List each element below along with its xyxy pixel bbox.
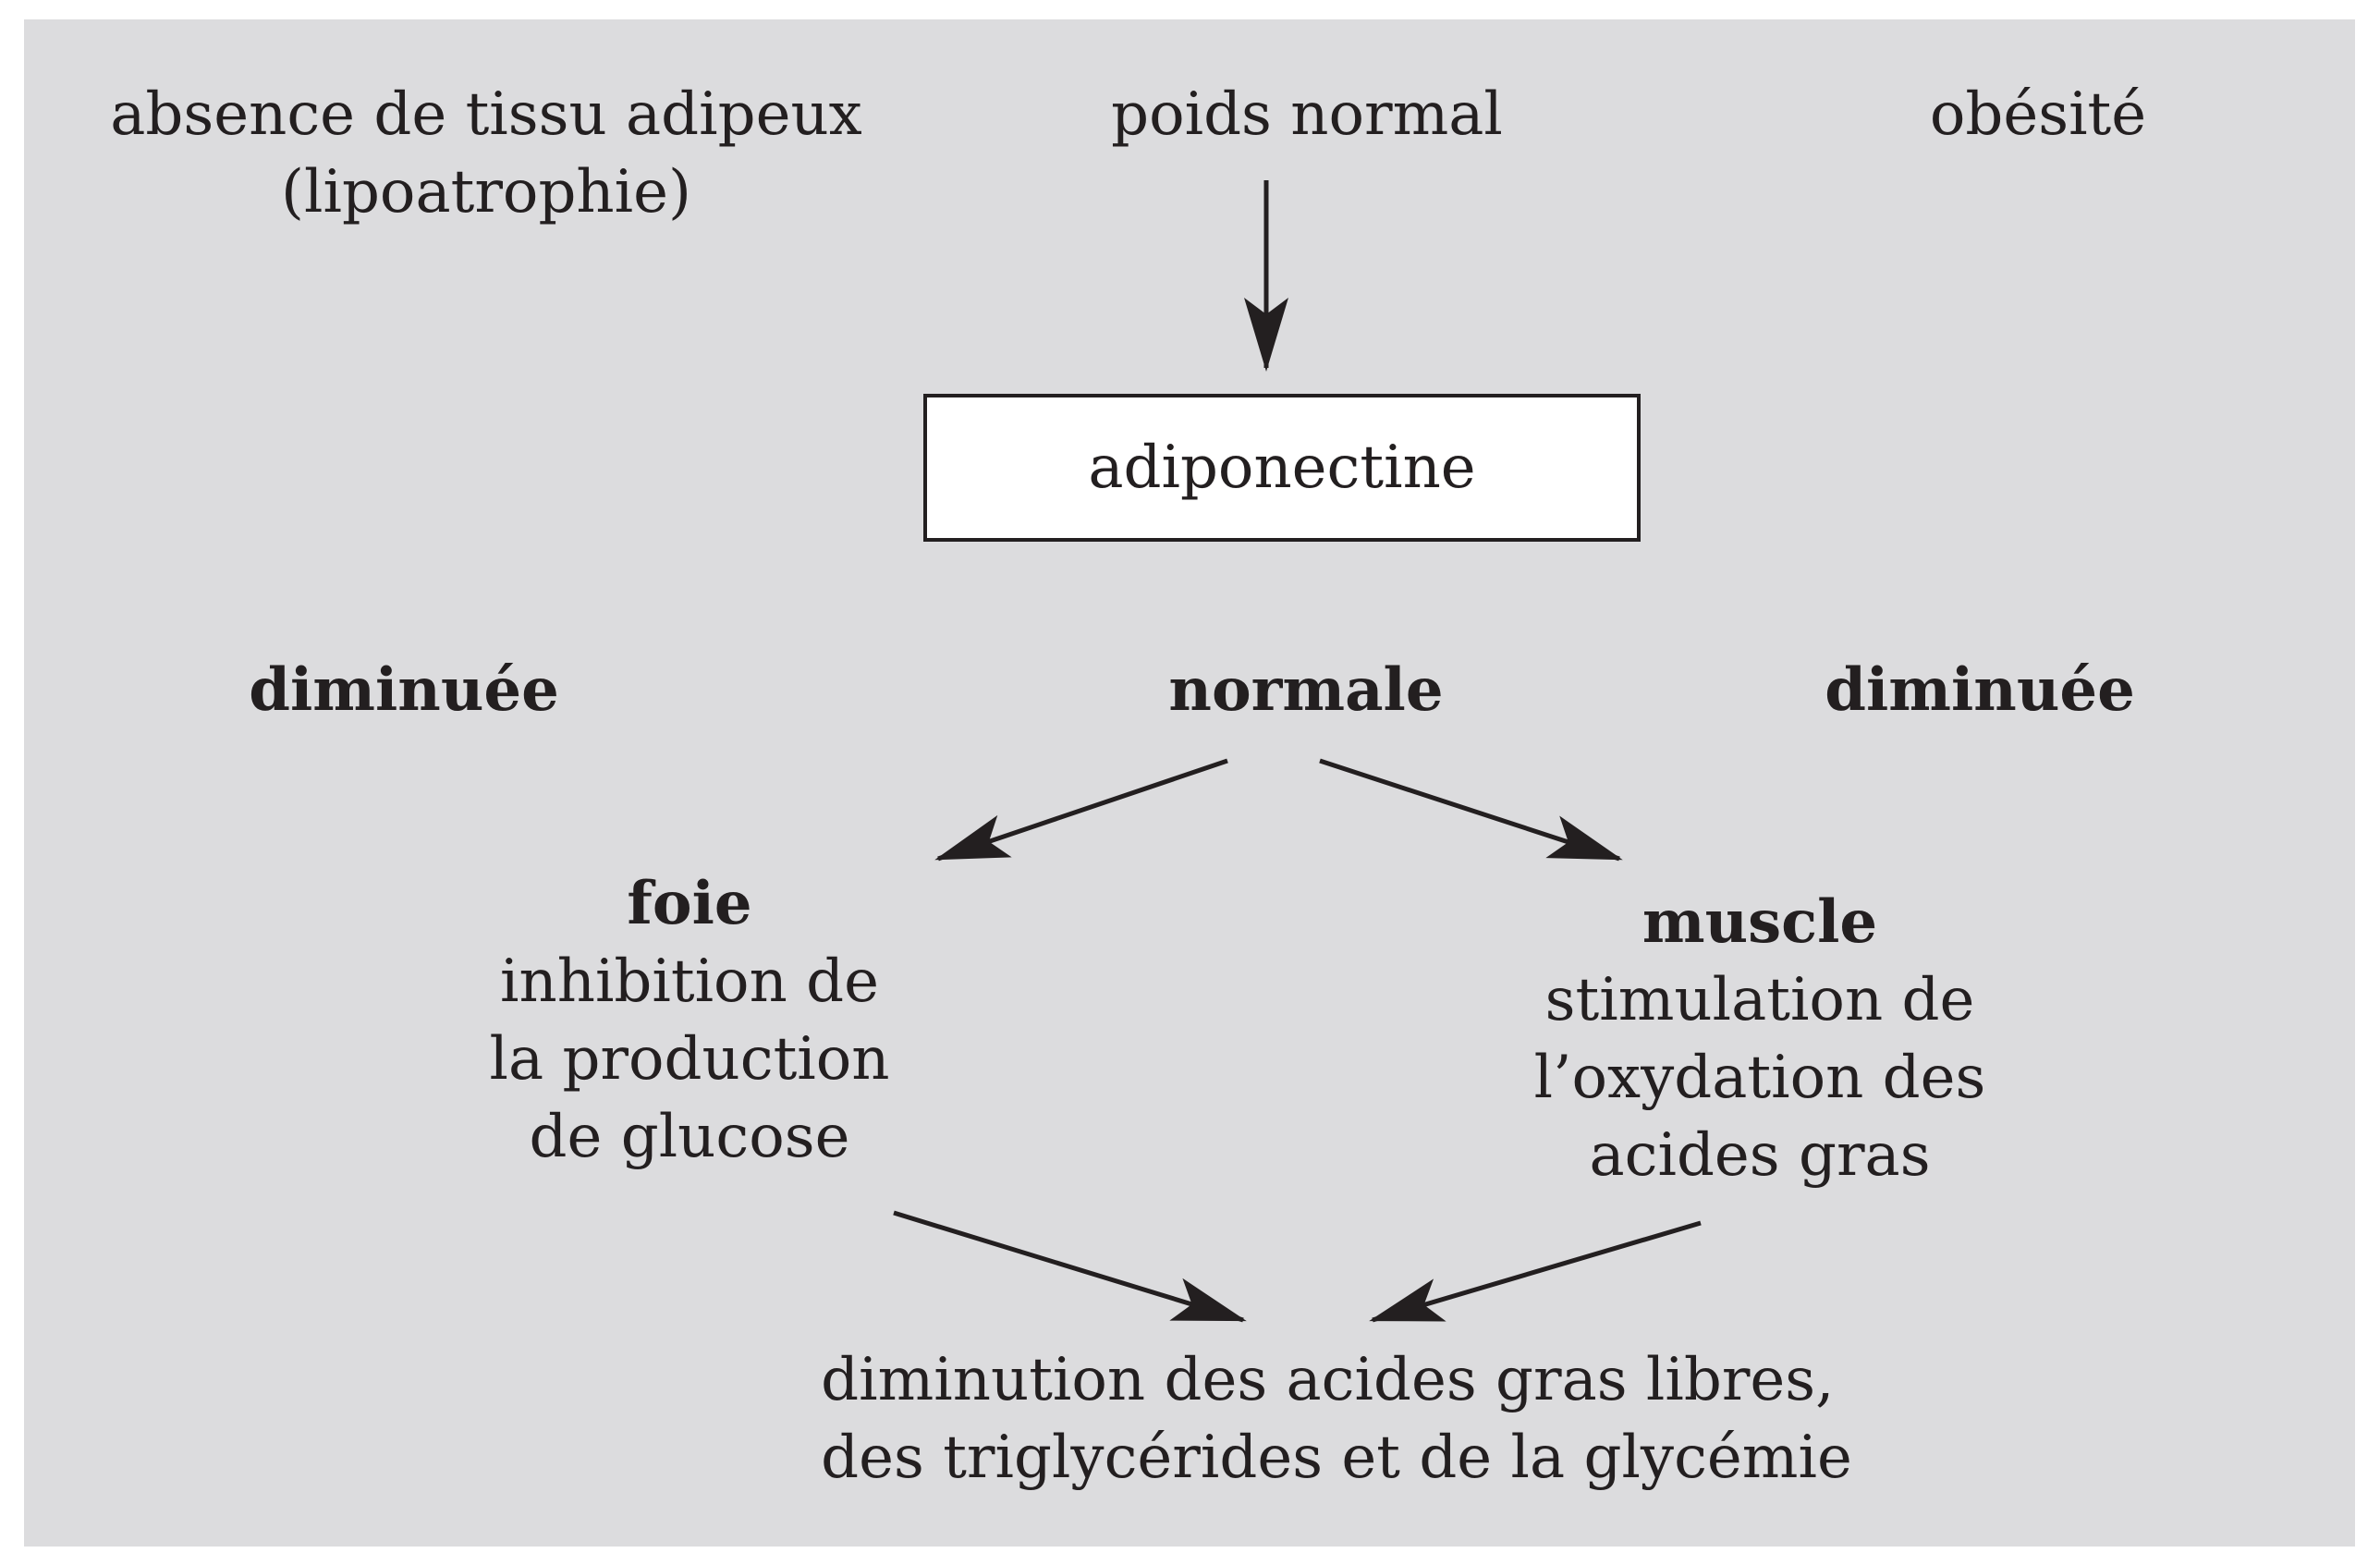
top-label-left-line-2: (lipoatrophie) xyxy=(281,158,691,226)
outcome-line-2: des triglycérides et de la glycémie xyxy=(821,1424,1852,1492)
top-label-left-line-1: absence de tissu adipeux xyxy=(110,80,862,149)
outcome-line-1: diminution des acides gras libres, xyxy=(821,1346,1835,1414)
adiponectin-label: adiponectine xyxy=(1088,434,1476,502)
muscle-line-3: acides gras xyxy=(1589,1121,1931,1190)
liver-block: foie inhibition de la production de gluc… xyxy=(489,865,889,1176)
adiponectin-box: adiponectine xyxy=(923,394,1641,542)
muscle-line-1: stimulation de xyxy=(1544,966,1975,1034)
liver-line-3: de glucose xyxy=(529,1103,850,1171)
top-label-lipoatrophy: absence de tissu adipeux (lipoatrophie) xyxy=(110,76,862,231)
muscle-block: muscle stimulation de l’oxydation des ac… xyxy=(1534,884,1986,1194)
level-center: normale xyxy=(1168,655,1444,725)
arrow-normal-to-liver xyxy=(934,758,1228,862)
outcome-text: diminution des acides gras libres, des t… xyxy=(821,1341,1852,1497)
level-left: diminuée xyxy=(249,655,559,725)
level-right: diminuée xyxy=(1825,655,2135,725)
arrow-liver-to-outcome xyxy=(893,1210,1247,1323)
arrow-normal-to-muscle xyxy=(1319,758,1623,862)
top-label-normal-weight: poids normal xyxy=(1111,80,1503,149)
muscle-line-2: l’oxydation des xyxy=(1533,1044,1986,1112)
muscle-title: muscle xyxy=(1642,887,1878,957)
top-label-obesity: obésité xyxy=(1929,80,2147,149)
liver-line-2: la production xyxy=(489,1025,890,1094)
liver-title: foie xyxy=(627,869,752,938)
arrow-muscle-to-outcome xyxy=(1369,1220,1702,1323)
liver-line-1: inhibition de xyxy=(500,948,879,1016)
